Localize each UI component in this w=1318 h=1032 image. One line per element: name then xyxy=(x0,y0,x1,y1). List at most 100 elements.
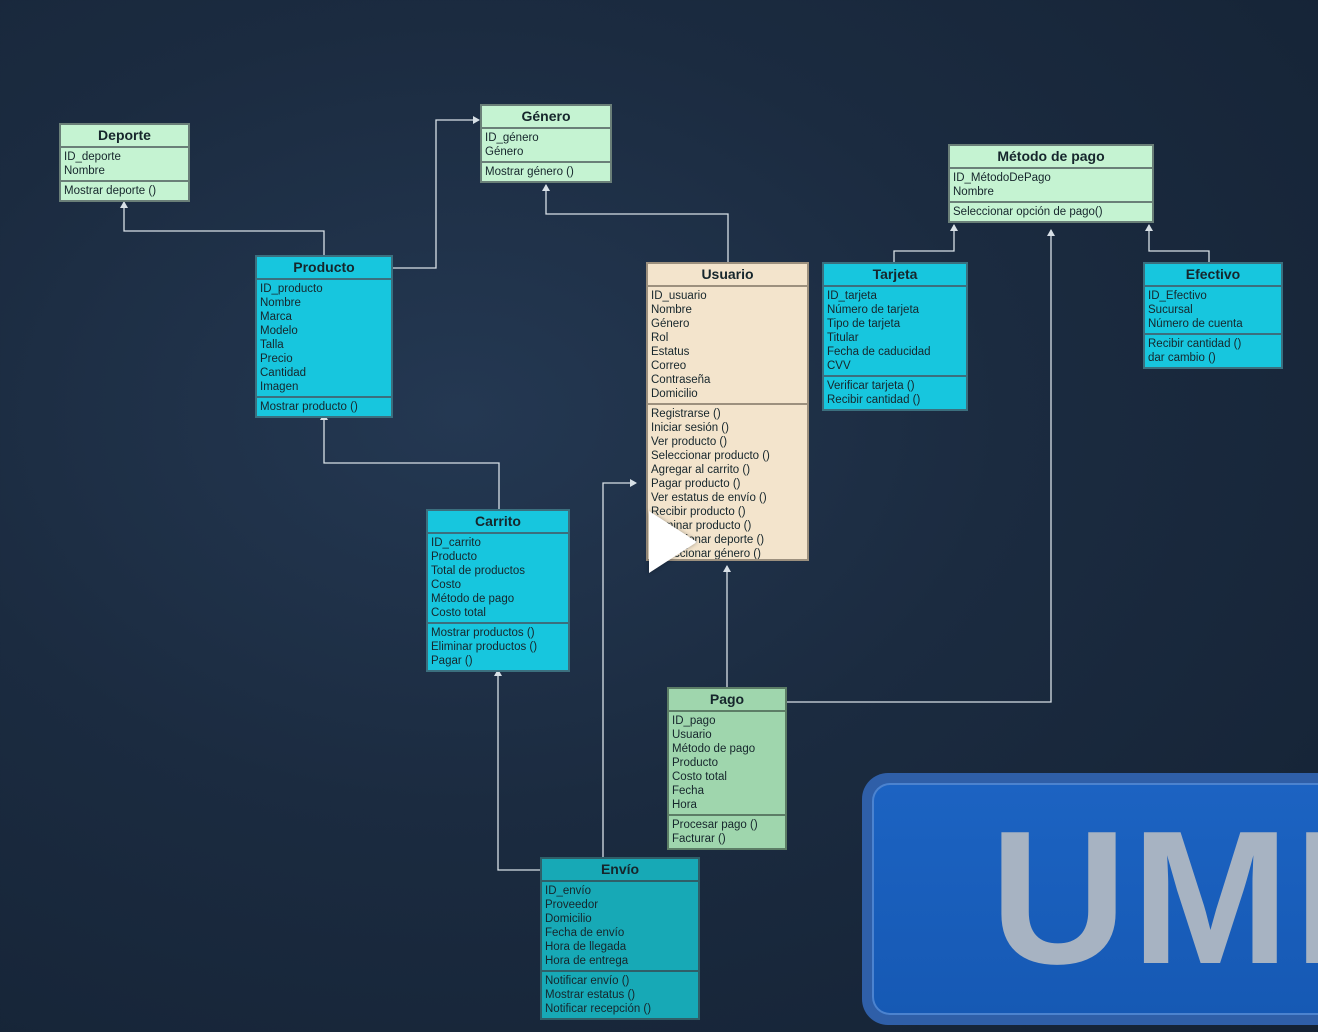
method: Mostrar productos () xyxy=(431,627,535,639)
attribute: Costo total xyxy=(431,607,486,619)
attribute: ID_género xyxy=(485,132,539,144)
attribute: Estatus xyxy=(651,346,690,358)
methods-section: Recibir cantidad () dar cambio () xyxy=(1145,333,1281,367)
method: Mostrar deporte () xyxy=(64,185,157,197)
method: Agregar al carrito () xyxy=(651,464,751,476)
class-producto[interactable]: Producto ID_producto Nombre Marca Modelo… xyxy=(255,255,393,418)
attribute: Método de pago xyxy=(672,743,756,755)
uml-logo-inner: UML xyxy=(872,783,1318,1015)
method: Recibir cantidad () xyxy=(827,394,921,406)
attribute: Género xyxy=(651,318,690,330)
class-deporte[interactable]: Deporte ID_deporte Nombre Mostrar deport… xyxy=(59,123,190,202)
class-title: Producto xyxy=(257,257,391,280)
methods-section: Seleccionar opción de pago() xyxy=(950,201,1152,221)
relation-envio-usuario xyxy=(602,479,637,857)
relation-envio-carrito xyxy=(494,669,540,871)
method: Seleccionar género () xyxy=(651,548,761,559)
relation-producto-genero xyxy=(393,116,480,269)
method: Facturar () xyxy=(672,833,726,845)
class-carrito[interactable]: Carrito ID_carrito Producto Total de pro… xyxy=(426,509,570,672)
method: Iniciar sesión () xyxy=(651,422,729,434)
method: Mostrar estatus () xyxy=(545,989,636,1001)
attribute: Nombre xyxy=(953,186,994,198)
method: Seleccionar producto () xyxy=(651,450,770,462)
class-title: Tarjeta xyxy=(824,264,966,287)
attributes-section: ID_tarjeta Número de tarjeta Tipo de tar… xyxy=(824,287,966,375)
class-usuario[interactable]: Usuario ID_usuario Nombre Género Rol Est… xyxy=(646,262,809,561)
attribute: Imagen xyxy=(260,381,299,393)
play-icon[interactable] xyxy=(649,511,697,573)
attribute: Total de productos xyxy=(431,565,525,577)
method: Pagar () xyxy=(431,655,473,667)
relation-pago-metodo xyxy=(787,229,1055,703)
method: Mostrar género () xyxy=(485,166,574,178)
attribute: Nombre xyxy=(64,165,105,177)
attributes-section: ID_envío Proveedor Domicilio Fecha de en… xyxy=(542,882,698,970)
attribute: Producto xyxy=(431,551,478,563)
attribute: Método de pago xyxy=(431,593,515,605)
class-title: Pago xyxy=(669,689,785,712)
method: Ver estatus de envío () xyxy=(651,492,767,504)
attribute: Proveedor xyxy=(545,899,599,911)
relation-efectivo-metodo xyxy=(1145,224,1210,262)
method: Recibir cantidad () xyxy=(1148,338,1242,350)
class-title: Deporte xyxy=(61,125,188,148)
attribute: ID_MétodoDePago xyxy=(953,172,1051,184)
attribute: Nombre xyxy=(651,304,692,316)
attributes-section: ID_MétodoDePago Nombre xyxy=(950,169,1152,201)
methods-section: Mostrar deporte () xyxy=(61,180,188,200)
class-tarjeta[interactable]: Tarjeta ID_tarjeta Número de tarjeta Tip… xyxy=(822,262,968,411)
attributes-section: ID_producto Nombre Marca Modelo Talla Pr… xyxy=(257,280,391,396)
methods-section: Mostrar género () xyxy=(482,161,610,181)
attribute: Contraseña xyxy=(651,374,711,386)
relation-producto-deporte xyxy=(120,201,325,255)
attribute: Modelo xyxy=(260,325,298,337)
class-title: Efectivo xyxy=(1145,264,1281,287)
attribute: Hora xyxy=(672,799,697,811)
attribute: Domicilio xyxy=(545,913,592,925)
methods-section: Procesar pago () Facturar () xyxy=(669,814,785,848)
class-genero[interactable]: Género ID_género Género Mostrar género (… xyxy=(480,104,612,183)
class-metodo-de-pago[interactable]: Método de pago ID_MétodoDePago Nombre Se… xyxy=(948,144,1154,223)
method: Ver producto () xyxy=(651,436,728,448)
attribute: Titular xyxy=(827,332,859,344)
relation-tarjeta-metodo xyxy=(893,224,958,262)
class-pago[interactable]: Pago ID_pago Usuario Método de pago Prod… xyxy=(667,687,787,850)
attribute: Nombre xyxy=(260,297,301,309)
attributes-section: ID_Efectivo Sucursal Número de cuenta xyxy=(1145,287,1281,333)
attributes-section: ID_género Género xyxy=(482,129,610,161)
attribute: Número de cuenta xyxy=(1148,318,1243,330)
class-envio[interactable]: Envío ID_envío Proveedor Domicilio Fecha… xyxy=(540,857,700,1020)
attribute: Rol xyxy=(651,332,669,344)
attribute: ID_Efectivo xyxy=(1148,290,1207,302)
class-efectivo[interactable]: Efectivo ID_Efectivo Sucursal Número de … xyxy=(1143,262,1283,369)
uml-logo: UML xyxy=(862,773,1318,1025)
method: Procesar pago () xyxy=(672,819,758,831)
attribute: Costo xyxy=(431,579,462,591)
attribute: Fecha de envío xyxy=(545,927,625,939)
attribute: Costo total xyxy=(672,771,727,783)
attribute: ID_carrito xyxy=(431,537,481,549)
attribute: Correo xyxy=(651,360,687,372)
method: Registrarse () xyxy=(651,408,721,420)
method: Eliminar productos () xyxy=(431,641,538,653)
attribute: Precio xyxy=(260,353,293,365)
methods-section: Registrarse () Iniciar sesión () Ver pro… xyxy=(648,403,807,559)
attribute: ID_envío xyxy=(545,885,592,897)
attribute: CVV xyxy=(827,360,851,372)
attribute: Sucursal xyxy=(1148,304,1193,316)
attribute: Tipo de tarjeta xyxy=(827,318,901,330)
relation-usuario-genero xyxy=(542,184,729,262)
methods-section: Notificar envío () Mostrar estatus () No… xyxy=(542,970,698,1018)
class-title: Envío xyxy=(542,859,698,882)
attribute: Hora de entrega xyxy=(545,955,629,967)
attributes-section: ID_deporte Nombre xyxy=(61,148,188,180)
method: Notificar envío () xyxy=(545,975,630,987)
method: Pagar producto () xyxy=(651,478,741,490)
attribute: ID_producto xyxy=(260,283,323,295)
method: Notificar recepción () xyxy=(545,1003,652,1015)
attribute: ID_deporte xyxy=(64,151,121,163)
methods-section: Verificar tarjeta () Recibir cantidad () xyxy=(824,375,966,409)
attributes-section: ID_pago Usuario Método de pago Producto … xyxy=(669,712,785,814)
